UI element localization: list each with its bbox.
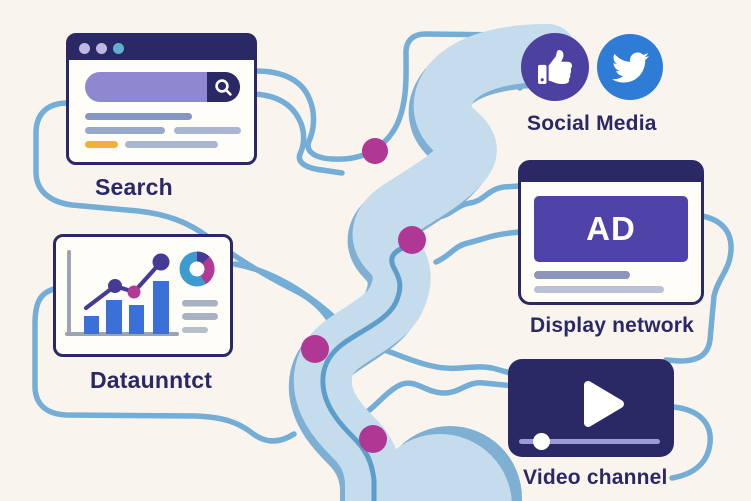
text-line bbox=[174, 127, 241, 134]
touchpoint-dot-2 bbox=[398, 226, 426, 254]
display-network-card: AD bbox=[518, 160, 704, 305]
social-media-label: Social Media bbox=[527, 112, 657, 135]
search-button bbox=[207, 72, 240, 102]
touchpoint-dots bbox=[301, 138, 426, 453]
text-line bbox=[125, 141, 218, 148]
thumbs-up-icon bbox=[538, 50, 572, 84]
highlight-line bbox=[85, 141, 118, 148]
line-display-to-video bbox=[663, 213, 734, 364]
text-line bbox=[534, 286, 664, 293]
browser-titlebar bbox=[69, 36, 254, 60]
twitter-icon bbox=[611, 51, 649, 83]
play-icon bbox=[584, 381, 624, 427]
line-analytics-loop-left bbox=[32, 286, 297, 444]
trend-line bbox=[83, 253, 170, 311]
window-dot-icon bbox=[113, 43, 124, 54]
video-progress-bar bbox=[519, 439, 660, 444]
search-bar bbox=[85, 72, 240, 102]
text-line bbox=[85, 113, 192, 120]
analytics-dashboard-icon bbox=[65, 250, 218, 336]
line-video-loop-right bbox=[669, 404, 713, 481]
twitter-badge bbox=[597, 34, 663, 100]
line-river-to-display-lower bbox=[433, 229, 523, 265]
video-channel-label: Video channel bbox=[523, 466, 668, 489]
display-network-label: Display network bbox=[530, 314, 695, 337]
ad-window-titlebar bbox=[521, 163, 701, 182]
touchpoint-dot-1 bbox=[362, 138, 388, 164]
window-dot-icon bbox=[96, 43, 107, 54]
video-channel-card bbox=[508, 359, 674, 457]
line-search-to-river bbox=[253, 91, 345, 176]
search-icon bbox=[215, 78, 232, 96]
analytics-card bbox=[53, 234, 233, 357]
window-dot-icon bbox=[79, 43, 90, 54]
line-river-to-video-lower bbox=[345, 380, 517, 424]
report-text-lines bbox=[182, 300, 218, 333]
line-river-to-video-upper bbox=[355, 341, 517, 377]
donut-chart-icon bbox=[179, 251, 215, 287]
video-progress-knob bbox=[533, 433, 550, 450]
search-channel-card bbox=[66, 33, 257, 165]
analytics-label: Dataunntct bbox=[90, 367, 213, 393]
touchpoint-dot-3 bbox=[301, 335, 329, 363]
text-line bbox=[85, 127, 165, 134]
river-delta bbox=[368, 434, 512, 501]
river-spine-line bbox=[320, 240, 415, 501]
text-line bbox=[534, 271, 630, 279]
bar-chart-icon bbox=[84, 281, 169, 334]
ad-banner: AD bbox=[534, 196, 688, 262]
search-label: Search bbox=[95, 174, 173, 200]
thumbs-up-badge bbox=[521, 33, 589, 101]
touchpoint-dot-4 bbox=[359, 425, 387, 453]
customer-journey-river bbox=[288, 24, 577, 501]
